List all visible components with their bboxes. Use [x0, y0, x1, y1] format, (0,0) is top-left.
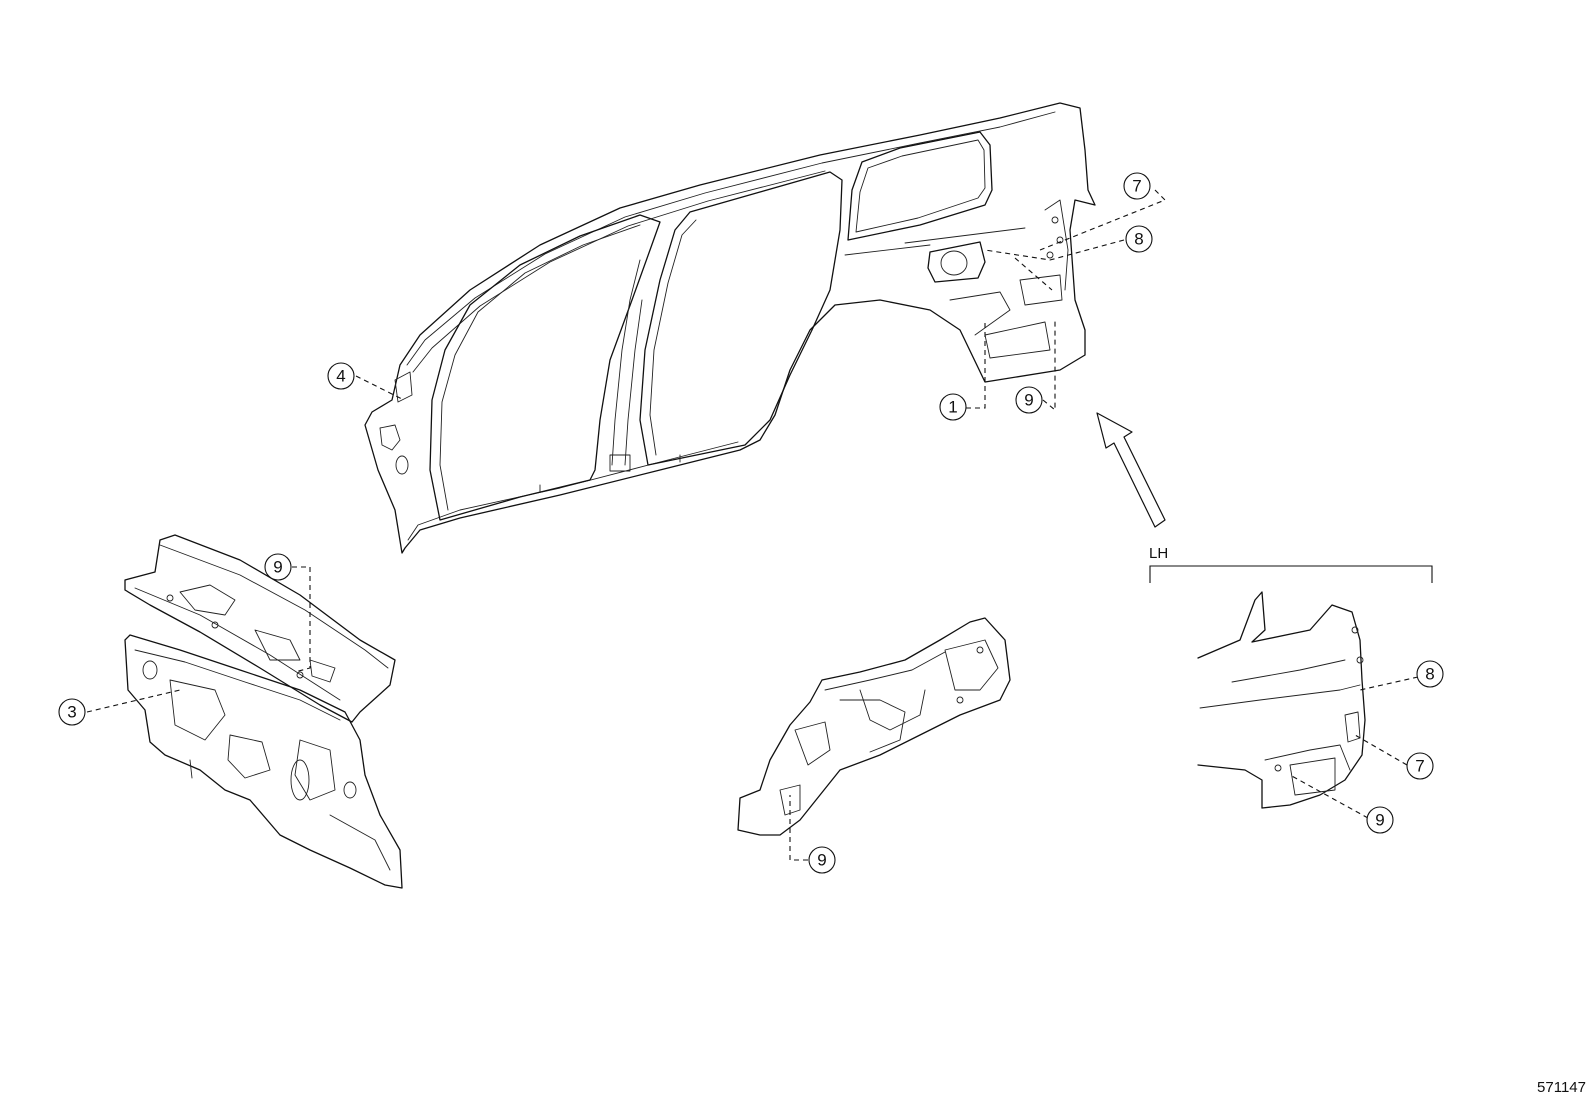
callout-9-apron: 9 — [808, 846, 836, 874]
svg-text:9: 9 — [273, 558, 282, 577]
view-direction-arrow — [1096, 412, 1166, 528]
dash-panel — [124, 634, 403, 889]
svg-text:9: 9 — [817, 851, 826, 870]
side-body-panel — [364, 102, 1096, 554]
cowl-panel — [124, 534, 396, 723]
svg-text:8: 8 — [1425, 665, 1434, 684]
front-apron — [737, 617, 1011, 836]
lh-bracket — [1149, 565, 1433, 583]
callout-3: 3 — [58, 698, 86, 726]
callout-4: 4 — [327, 362, 355, 390]
callout-9-cowl: 9 — [264, 553, 292, 581]
svg-text:9: 9 — [1024, 391, 1033, 410]
svg-text:4: 4 — [336, 367, 345, 386]
svg-text:7: 7 — [1132, 177, 1141, 196]
callout-8-main: 8 — [1125, 225, 1153, 253]
lh-detail — [1149, 565, 1433, 809]
callout-7-lh: 7 — [1406, 752, 1434, 780]
callout-1: 1 — [939, 393, 967, 421]
callout-9-lh: 9 — [1366, 806, 1394, 834]
callout-8-lh: 8 — [1416, 660, 1444, 688]
callout-7-main: 7 — [1123, 172, 1151, 200]
drawing-code: 571147 — [1537, 1079, 1586, 1096]
lh-label: LH — [1149, 545, 1168, 562]
svg-text:1: 1 — [948, 398, 957, 417]
svg-text:8: 8 — [1134, 230, 1143, 249]
svg-text:7: 7 — [1415, 757, 1424, 776]
callout-9-main: 9 — [1015, 386, 1043, 414]
leader-lines — [86, 189, 1419, 861]
svg-text:3: 3 — [67, 703, 76, 722]
svg-text:9: 9 — [1375, 811, 1384, 830]
